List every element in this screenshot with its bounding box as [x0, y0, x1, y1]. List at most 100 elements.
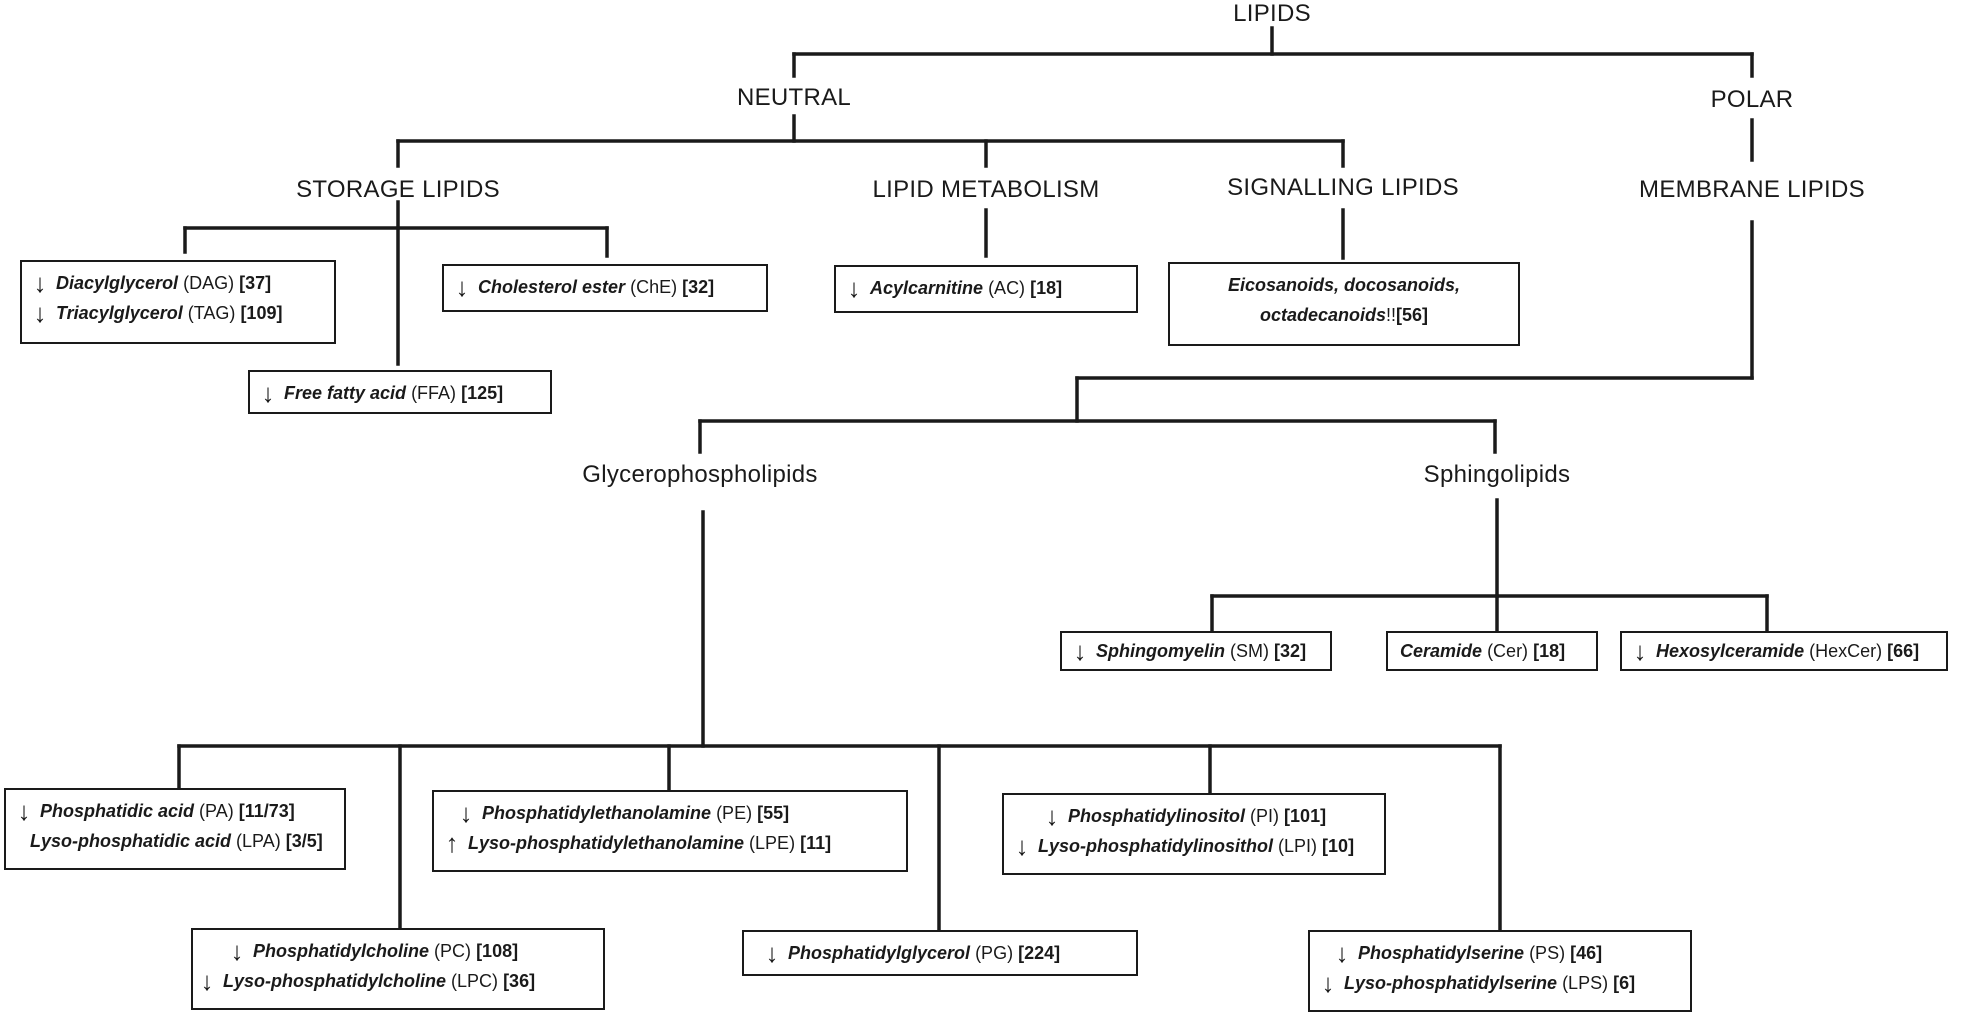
lipid-ref: [32]	[682, 276, 715, 297]
lipid-name: Hexosylceramide	[1656, 640, 1805, 661]
lipid-ref: [109]	[240, 302, 283, 323]
row-pe: ↓ Phosphatidylethanolamine (PE) [55]	[444, 798, 896, 828]
arrow-down-icon: ↓	[459, 798, 473, 828]
row-lps: ↓Lyso-phosphatidylserine (LPS) [6]	[1320, 968, 1680, 998]
lipid-abbr: (Cer)	[1487, 640, 1529, 661]
arrow-down-icon: ↓	[765, 938, 779, 968]
lipid-abbr: (DAG)	[183, 272, 235, 293]
box-acylcarnitine: ↓ Acylcarnitine (AC) [18]	[834, 265, 1138, 313]
arrow-down-icon: ↓	[455, 272, 469, 302]
lipid-abbr: (PS)	[1529, 942, 1566, 963]
lipid-ref: [101]	[1284, 805, 1327, 826]
lipid-ref: [18]	[1030, 277, 1063, 298]
lipid-name: octadecanoids	[1259, 304, 1386, 325]
lipid-abbr: (ChE)	[630, 276, 678, 297]
lipid-abbr: (LPC)	[451, 970, 499, 991]
arrow-down-icon: ↓	[33, 268, 47, 298]
lipid-name: Phosphatidylethanolamine	[482, 802, 712, 823]
header-neutral: NEUTRAL	[736, 84, 852, 111]
lipid-abbr: (PA)	[199, 800, 234, 821]
arrow-down-icon: ↓	[230, 936, 244, 966]
box-phosphatidylcholine: ↓Phosphatidylcholine (PC) [108] ↓Lyso-ph…	[191, 928, 605, 1010]
arrow-down-icon: ↓	[1045, 801, 1059, 831]
lipid-ref: [32]	[1274, 640, 1307, 661]
box-eicosanoids: Eicosanoids, docosanoids, octadecanoids!…	[1168, 262, 1520, 346]
arrow-down-icon: ↓	[1335, 938, 1349, 968]
row-pi: ↓ Phosphatidylinositol (PI) [101]	[1014, 801, 1374, 831]
lipid-name: Phosphatidylinositol	[1068, 805, 1246, 826]
row-ffa: ↓ Free fatty acid (FFA) [125]	[260, 378, 540, 408]
row-ps: ↓Phosphatidylserine (PS) [46]	[1320, 938, 1680, 968]
lipid-name: Ceramide	[1400, 640, 1483, 661]
lipid-name: Lyso-phosphatidic acid	[30, 830, 232, 851]
box-phosphatidylinositol: ↓ Phosphatidylinositol (PI) [101] ↓Lyso-p…	[1002, 793, 1386, 875]
row-pg: ↓ Phosphatidylglycerol (PG) [224]	[754, 938, 1126, 968]
lipid-ref: [66]	[1887, 640, 1920, 661]
arrow-down-icon: ↓	[1321, 968, 1335, 998]
arrow-down-icon: ↓	[261, 378, 275, 408]
lipid-abbr: (SM)	[1230, 640, 1270, 661]
lipid-name: Phosphatidylglycerol	[788, 942, 971, 963]
row-ac: ↓ Acylcarnitine (AC) [18]	[846, 273, 1126, 303]
lipid-name: Phosphatidylcholine	[253, 940, 430, 961]
lipid-ref: [11]	[800, 832, 832, 853]
lipid-abbr: (FFA)	[411, 382, 457, 403]
lipid-ref: [125]	[461, 382, 504, 403]
header-polar: POLAR	[1710, 86, 1794, 113]
row-dag: ↓Diacylglycerol (DAG) [37]	[32, 268, 324, 298]
row-pa: ↓Phosphatidic acid (PA) [11/73]	[16, 796, 334, 826]
arrow-up-icon: ↑	[445, 828, 459, 858]
lipid-name: Eicosanoids, docosanoids,	[1227, 274, 1461, 295]
lipid-ref: [55]	[757, 802, 790, 823]
box-phosphatidylethanolamine: ↓Phosphatidylethanolamine (PE) [55] ↑Lys…	[432, 790, 908, 872]
lipid-ref: [18]	[1533, 640, 1566, 661]
lipid-abbr: (LPS)	[1562, 972, 1609, 993]
arrow-down-icon: ↓	[200, 966, 214, 996]
lipid-abbr: (HexCer)	[1809, 640, 1883, 661]
lipid-abbr: (PC)	[434, 940, 472, 961]
box-phosphatidic-acid: ↓Phosphatidic acid (PA) [11/73] Lyso-pho…	[4, 788, 346, 870]
row-sm: ↓ Sphingomyelin (SM) [32]	[1072, 636, 1320, 666]
lipid-name: Acylcarnitine	[870, 277, 984, 298]
arrow-down-icon: ↓	[847, 273, 861, 303]
box-sphingomyelin: ↓ Sphingomyelin (SM) [32]	[1060, 631, 1332, 671]
box-dag-tag: ↓Diacylglycerol (DAG) [37] ↓Triacylglyce…	[20, 260, 336, 344]
row-hexcer: ↓Hexosylceramide (HexCer) [66]	[1632, 636, 1936, 666]
box-phosphatidylglycerol: ↓ Phosphatidylglycerol (PG) [224]	[742, 930, 1138, 976]
lipid-abbr: (TAG)	[187, 302, 236, 323]
lipid-name: Lyso-phosphatidylserine	[1344, 972, 1558, 993]
lipid-abbr: (LPI)	[1278, 835, 1318, 856]
header-signalling-lipids: SIGNALLING LIPIDS	[1227, 174, 1459, 201]
lipid-abbr: (LPE)	[749, 832, 796, 853]
lipid-name: Phosphatidic acid	[40, 800, 195, 821]
row-eico-1: Eicosanoids, docosanoids,	[1178, 270, 1510, 300]
lipid-abbr: (PI)	[1250, 805, 1280, 826]
lipid-name: Phosphatidylserine	[1358, 942, 1525, 963]
row-tag: ↓Triacylglycerol (TAG) [109]	[32, 298, 324, 328]
lipid-ref: [10]	[1322, 835, 1355, 856]
lipid-abbr: (AC)	[988, 277, 1026, 298]
lipid-ref: [37]	[239, 272, 272, 293]
lipid-name: Free fatty acid	[284, 382, 407, 403]
header-sphingolipids: Sphingolipids	[1423, 461, 1571, 488]
lipid-abbr: (PG)	[975, 942, 1014, 963]
box-ceramide: Ceramide (Cer) [18]	[1386, 631, 1598, 671]
box-che: ↓Cholesterol ester (ChE) [32]	[442, 264, 768, 312]
row-lpc: ↓Lyso-phosphatidylcholine (LPC) [36]	[199, 966, 597, 996]
lipid-name: Triacylglycerol	[56, 302, 183, 323]
row-che: ↓Cholesterol ester (ChE) [32]	[454, 272, 756, 302]
lipid-ref: [224]	[1018, 942, 1061, 963]
box-phosphatidylserine: ↓Phosphatidylserine (PS) [46] ↓Lyso-phos…	[1308, 930, 1692, 1012]
box-hexosylceramide: ↓Hexosylceramide (HexCer) [66]	[1620, 631, 1948, 671]
arrow-down-icon: ↓	[17, 796, 31, 826]
header-glycerophospholipids: Glycerophospholipids	[582, 461, 818, 488]
lipid-ref: [36]	[503, 970, 536, 991]
lipid-name: Sphingomyelin	[1096, 640, 1226, 661]
lipid-abbr: (PE)	[716, 802, 753, 823]
row-pc: ↓Phosphatidylcholine (PC) [108]	[199, 936, 597, 966]
header-lipids: LIPIDS	[1233, 0, 1311, 27]
arrow-down-icon: ↓	[1073, 636, 1087, 666]
row-lpa: Lyso-phosphatidic acid (LPA) [3/5]	[16, 826, 334, 856]
row-lpi: ↓Lyso-phosphatidylinosithol (LPI) [10]	[1014, 831, 1374, 861]
